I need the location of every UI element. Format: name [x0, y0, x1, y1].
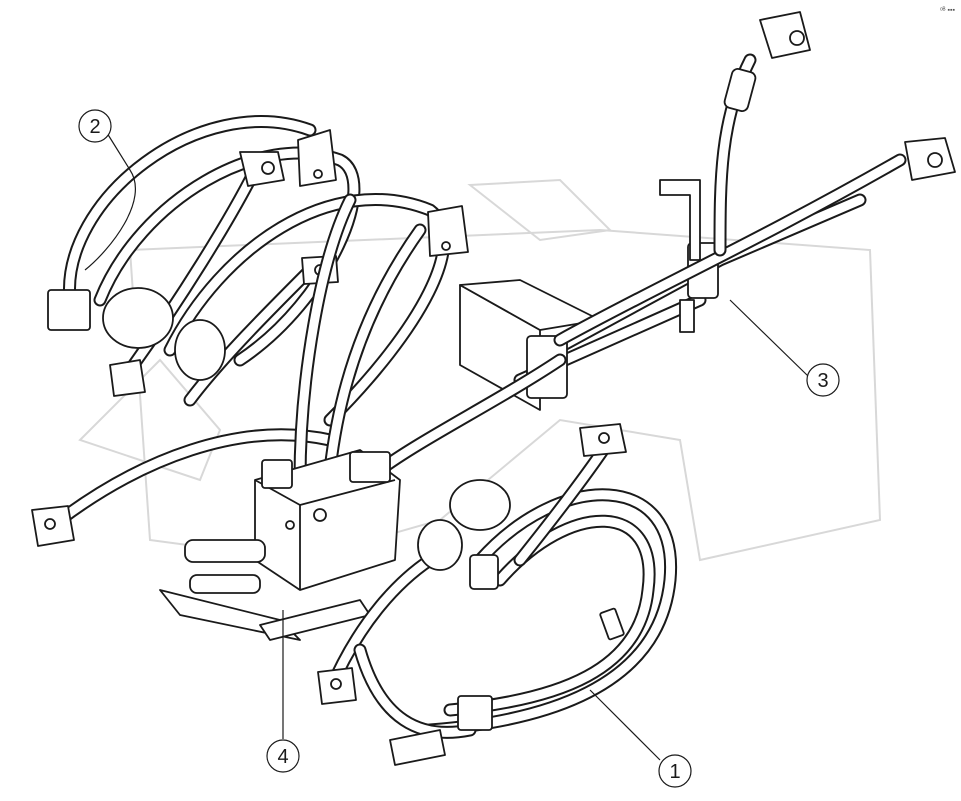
hose-loop-right — [317, 423, 678, 766]
callout-3: 3 — [806, 363, 840, 397]
callout-4-label: 4 — [277, 746, 288, 768]
hose-lower-left — [31, 428, 337, 547]
hose-loop-left — [47, 115, 469, 427]
callout-4: 4 — [266, 739, 300, 773]
hoses-to-valve — [293, 193, 567, 487]
hose-upper-right — [553, 11, 956, 347]
callout-3-label: 3 — [817, 370, 828, 392]
valve-block — [159, 449, 401, 641]
leader-lines — [84, 132, 809, 761]
callout-1: 1 — [658, 754, 692, 788]
corner-mark: ᵒᴮ ▪▪▪ — [940, 7, 955, 14]
callout-2-label: 2 — [89, 116, 100, 138]
callout-2: 2 — [78, 109, 112, 143]
callout-1-label: 1 — [669, 761, 680, 783]
